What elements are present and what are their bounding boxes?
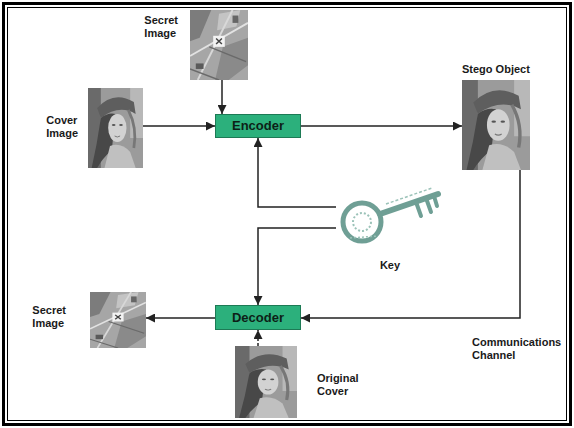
cover-picture bbox=[88, 88, 143, 168]
image-caption: Stego Object bbox=[462, 63, 530, 76]
image-caption: Key bbox=[380, 259, 400, 272]
secret-image: Secret Image bbox=[90, 292, 146, 348]
connector-arrow bbox=[258, 228, 336, 305]
connector-arrow bbox=[301, 125, 462, 127]
box-label: Encoder bbox=[232, 118, 284, 134]
connector-arrow bbox=[257, 330, 259, 346]
image-caption: Secret Image bbox=[32, 304, 66, 330]
secret-image: Secret Image bbox=[190, 10, 248, 80]
original-cover: Original Cover bbox=[235, 346, 297, 418]
image-caption: Cover Image bbox=[46, 114, 78, 140]
decoder-box: Decoder bbox=[215, 305, 301, 330]
key-node: Key bbox=[336, 183, 444, 255]
key-icon bbox=[343, 188, 438, 241]
connector-arrow bbox=[258, 138, 336, 207]
original-cover-picture bbox=[235, 346, 297, 418]
encoder-box: Encoder bbox=[215, 114, 301, 138]
secret-picture bbox=[90, 292, 146, 348]
connector-arrow bbox=[143, 125, 215, 127]
edge-label: Communications Channel bbox=[470, 336, 563, 362]
stego-image: Stego Object bbox=[462, 80, 530, 170]
connector-arrow bbox=[146, 317, 215, 319]
image-caption: Secret Image bbox=[144, 14, 178, 40]
connector-arrow bbox=[301, 170, 520, 318]
image-caption: Original Cover bbox=[317, 372, 359, 398]
stego-picture bbox=[462, 80, 530, 170]
cover-image: Cover Image bbox=[88, 88, 143, 168]
secret-picture bbox=[190, 10, 248, 80]
box-label: Decoder bbox=[232, 310, 284, 326]
connector-arrow bbox=[221, 80, 223, 114]
